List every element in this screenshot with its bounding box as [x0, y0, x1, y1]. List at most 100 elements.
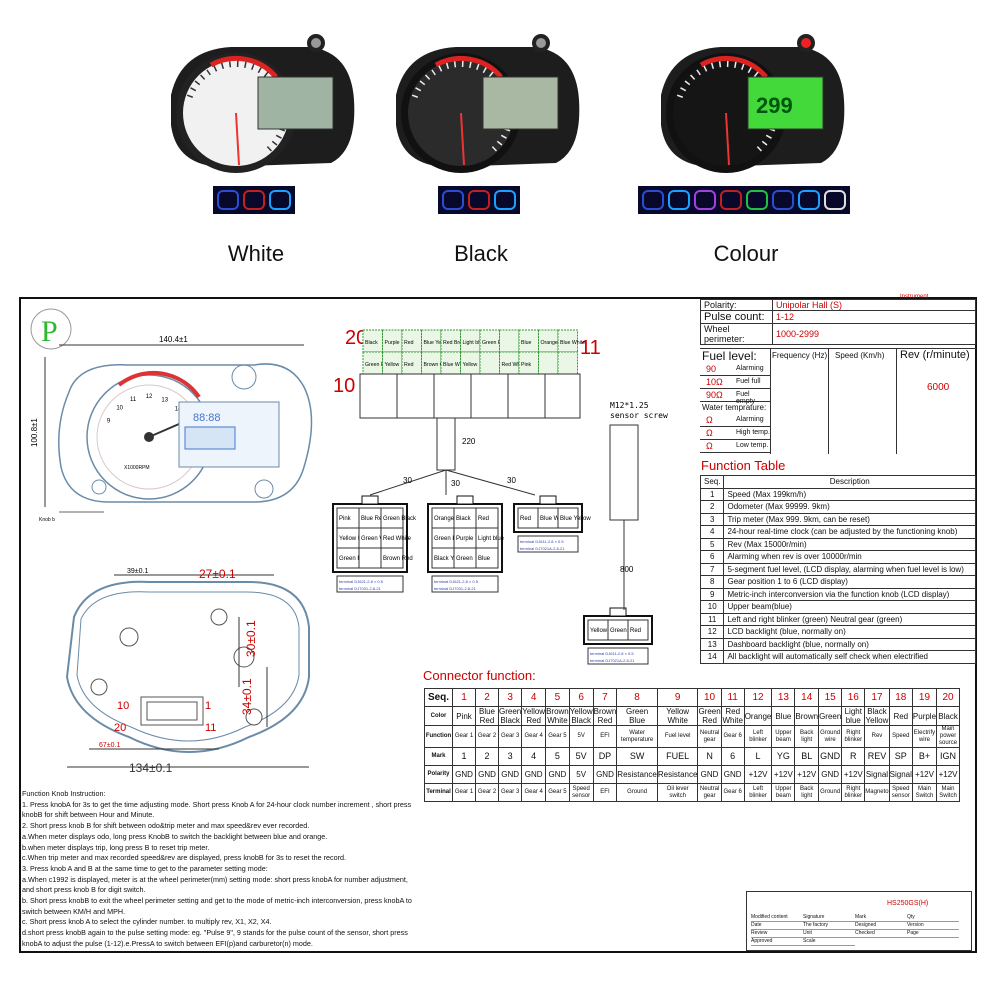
connector-cell: Light blue — [841, 706, 866, 726]
connector-cell: Upper beam — [771, 725, 796, 748]
connector-cell: Red — [888, 706, 913, 726]
len-30c: 30 — [507, 476, 516, 485]
function-seq: 6 — [699, 550, 725, 564]
plug-wire-label: Green Red — [339, 556, 368, 562]
function-desc: Dashboard backlight (blue, normally on) — [723, 637, 976, 651]
connector-cell: Gear 4 — [521, 783, 547, 802]
water-value: Ω — [706, 428, 713, 438]
function-desc: Upper beam(blue) — [723, 600, 976, 614]
knob-instruction-line: a.When c1992 is displayed, meter is at t… — [22, 874, 408, 884]
connector-cell: Back light — [794, 725, 820, 748]
connector-cell: Left blinker — [743, 725, 773, 748]
connector-bottom-wire: Green Red — [365, 362, 390, 368]
drawing-gauge-tick: 11 — [130, 397, 137, 403]
water-label: High temp. — [736, 429, 770, 436]
back-pin-1: 1 — [205, 700, 211, 712]
connector-cell: L — [743, 747, 773, 766]
fuel-value: 10Ω — [706, 377, 723, 387]
plug-wire-label: Yellow Red — [339, 536, 369, 542]
knob-instruction-line: b. Short press knobB to exit the wheel p… — [22, 896, 412, 906]
backlight-swatch — [746, 190, 768, 210]
connector-cell: Black Yellow — [864, 706, 890, 726]
function-seq: 8 — [699, 575, 725, 589]
product-caption: White — [227, 241, 285, 266]
connector-cell: Brown Red — [592, 706, 618, 726]
title-block-cell: Modified content — [751, 914, 803, 922]
dim-67-label: 67±0.1 — [99, 742, 120, 749]
connector-cell: 2 — [475, 747, 499, 766]
conn-num-20: 20 — [345, 327, 367, 349]
screw-title: M12*1.25 — [610, 401, 649, 410]
connector-cell: 8 — [616, 688, 658, 707]
backlight-swatch — [642, 190, 664, 210]
connector-top-wire: Red — [404, 340, 414, 346]
function-desc: Left and right blinker (green) Neutral g… — [723, 612, 976, 626]
function-seq: 1 — [699, 487, 725, 501]
connector-cell: DP — [592, 747, 618, 766]
knob-instruction-line: d.short press knobB again to the pulse s… — [22, 928, 408, 938]
connector-cell: 6 — [568, 688, 594, 707]
drawing-gauge-tick: 10 — [116, 405, 123, 411]
plug-wire-label: Blue Red — [361, 516, 386, 522]
knob-note: Knob b — [39, 517, 55, 523]
connector-cell: 1 — [452, 688, 476, 707]
freq-header: Frequency (Hz) — [772, 351, 828, 360]
connector-cell: Gear 5 — [545, 783, 570, 802]
connector-top-wire: Orange — [541, 340, 558, 346]
title-block-cell: Checked — [855, 930, 907, 938]
backlight-swatch — [269, 190, 291, 210]
backlight-swatch — [494, 190, 516, 210]
function-table-header: Description — [723, 475, 976, 489]
rev-header: Rev (r/minute) — [900, 349, 970, 361]
fuel-label: Fuel level: — [702, 349, 757, 363]
plug-wire-label: Black Yellow — [434, 556, 468, 562]
knob-instruction-line: b.when meter displays trip, long press B… — [22, 842, 210, 852]
connector-cell: Left blinker — [743, 783, 773, 802]
connector-function-title: Connector function: — [423, 668, 536, 683]
back-pin-20: 20 — [114, 722, 126, 734]
connector-cell: Main Switch — [936, 783, 961, 802]
water-label: Water temprature: — [702, 403, 767, 412]
product-lcd-value: 299 — [756, 93, 793, 118]
backlight-swatch — [694, 190, 716, 210]
wheel-label: Wheel perimeter: — [700, 323, 773, 345]
connector-cell: Green — [818, 706, 843, 726]
connector-cell: Signal — [888, 765, 913, 784]
connector-cell: 17 — [864, 688, 890, 707]
function-seq: 12 — [699, 625, 725, 639]
plug-wire-label: Red White — [383, 536, 412, 542]
plug-part-b: terminal DJ7031-2.8-21 — [434, 586, 477, 591]
connector-bottom-wire: Yellow — [385, 362, 400, 368]
connector-cell: 5V — [568, 765, 594, 784]
connector-cell: Fuel level — [656, 725, 699, 748]
connector-row-label: Seq. — [424, 688, 453, 707]
product-caption: Black — [454, 241, 508, 266]
connector-cell: Gear 2 — [475, 783, 499, 802]
connector-cell: Blue Red — [475, 706, 499, 726]
screw-subtitle: sensor screw — [610, 411, 668, 420]
plug-wire-label: Green White — [361, 536, 395, 542]
dim-30-label: 30±0.1 — [244, 620, 258, 657]
connector-row-label: Polarity — [424, 765, 453, 784]
connector-bottom-wire: Brown Green — [424, 362, 455, 368]
backlight-swatch — [824, 190, 846, 210]
connector-cell: +12V — [743, 765, 773, 784]
connector-cell: 7 — [592, 688, 618, 707]
connector-cell: EFI — [592, 783, 618, 802]
function-seq: 4 — [699, 525, 725, 539]
